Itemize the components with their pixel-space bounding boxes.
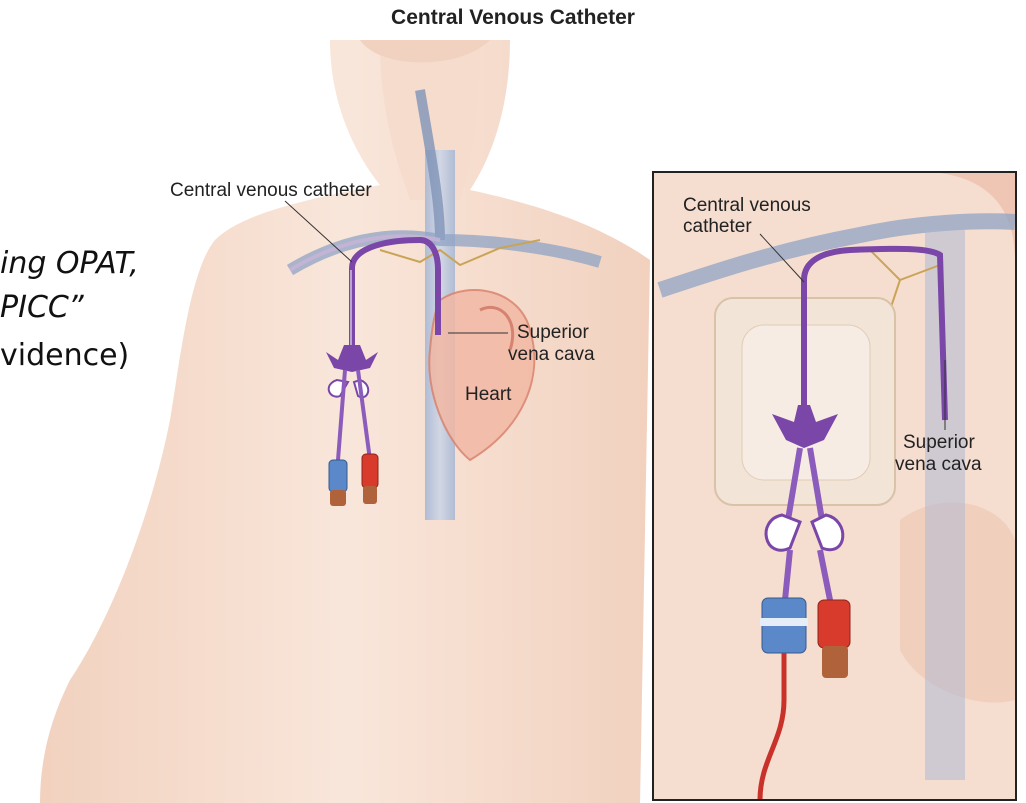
label-central-venous-catheter: Central venous catheter bbox=[170, 180, 372, 201]
label-inset-catheter-2: catheter bbox=[683, 216, 752, 237]
lumen-cap-red-end bbox=[363, 486, 377, 504]
slide-text-line3: vidence) bbox=[0, 336, 129, 376]
lumen-cap-red bbox=[362, 454, 378, 488]
label-heart: Heart bbox=[465, 384, 511, 405]
label-superior-main-1: Superior bbox=[517, 322, 589, 343]
label-inset-superior-2: vena cava bbox=[895, 454, 982, 475]
lumen-cap-blue-end bbox=[330, 490, 346, 506]
inset-cap-blue-band bbox=[760, 618, 808, 626]
label-inset-superior-1: Superior bbox=[903, 432, 975, 453]
slide-text-line1: ing OPAT, bbox=[0, 244, 139, 284]
inset-cap-red bbox=[818, 600, 850, 648]
slide-text-line2: PICC” bbox=[0, 288, 84, 328]
lumen-cap-blue bbox=[329, 460, 347, 492]
label-superior-main-2: vena cava bbox=[508, 344, 595, 365]
inset-cap-red-end bbox=[822, 646, 848, 678]
label-inset-catheter-1: Central venous bbox=[683, 195, 811, 216]
torso bbox=[40, 40, 650, 803]
